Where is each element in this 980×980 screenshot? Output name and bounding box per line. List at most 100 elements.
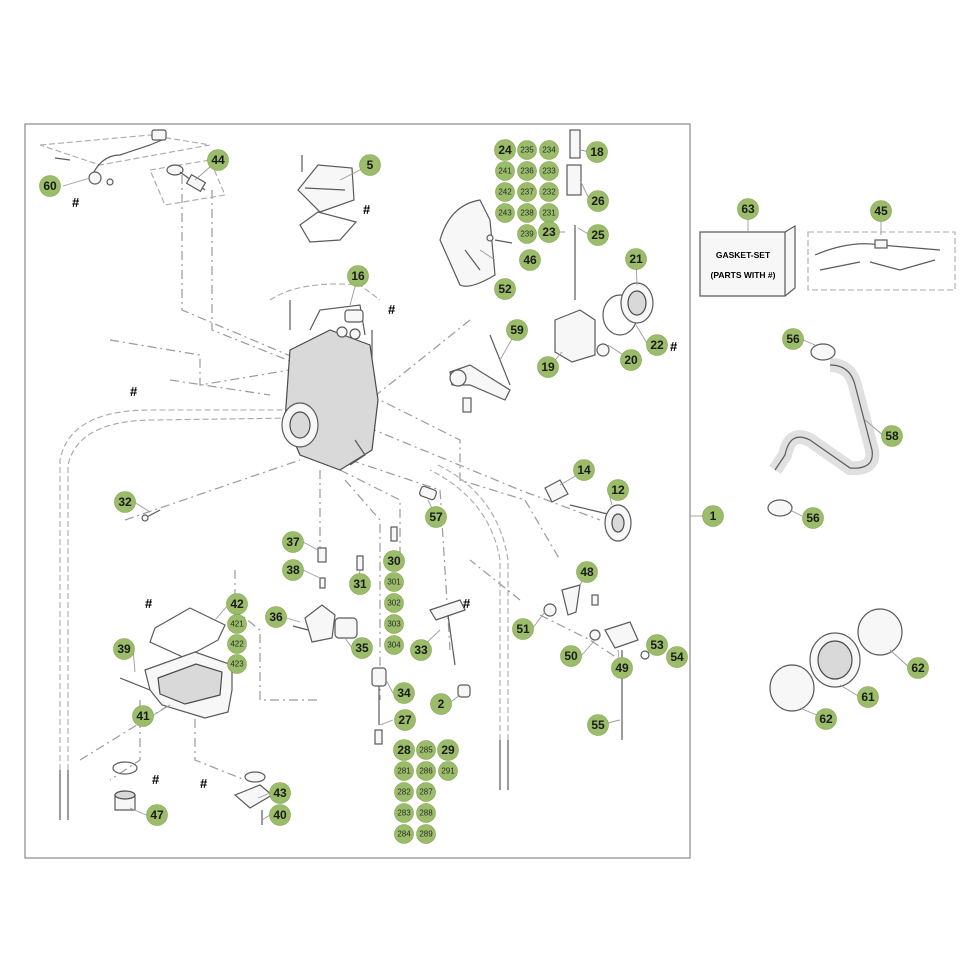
- callout-part-235: 235: [517, 140, 537, 160]
- callout-label: 25: [591, 228, 605, 242]
- callout-part-60: 60: [39, 175, 61, 197]
- callout-circle: [384, 593, 404, 613]
- callout-label: 282: [397, 788, 411, 797]
- callout-label: 233: [542, 167, 556, 176]
- callout-circle: [517, 161, 537, 181]
- callout-label: 29: [441, 743, 455, 757]
- callout-part-48: 48: [576, 561, 598, 583]
- callout-circle: [506, 319, 528, 341]
- callout-part-243: 243: [495, 203, 515, 223]
- callout-circle: [416, 782, 436, 802]
- callout-part-59: 59: [506, 319, 528, 341]
- callout-part-301: 301: [384, 572, 404, 592]
- callout-part-18: 18: [586, 141, 608, 163]
- callout-label: 422: [230, 640, 244, 649]
- part-33-plate: [429, 599, 466, 666]
- part-1-carburetor-body: [281, 300, 379, 471]
- callout-label: 41: [136, 709, 150, 723]
- callout-label: 56: [786, 332, 800, 346]
- callout-circle: [349, 573, 371, 595]
- callout-label: 232: [542, 188, 556, 197]
- callout-part-1: 1: [702, 505, 724, 527]
- callout-circle: [611, 657, 633, 679]
- gasket-set-subtitle: (PARTS WITH #): [710, 270, 775, 280]
- callout-circle: [512, 618, 534, 640]
- callout-label: 285: [419, 746, 433, 755]
- callout-part-304: 304: [384, 635, 404, 655]
- callout-label: 302: [387, 599, 401, 608]
- callout-label: 238: [520, 209, 534, 218]
- callout-label: 421: [230, 620, 244, 629]
- callout-part-32: 32: [114, 491, 136, 513]
- callout-label: 291: [441, 767, 455, 776]
- part-59-cable-bracket: [449, 334, 511, 413]
- callout-part-236: 236: [517, 161, 537, 181]
- callout-part-62: 62: [815, 708, 837, 730]
- callout-part-242: 242: [495, 182, 515, 202]
- part-18-needle: [566, 129, 582, 300]
- callout-part-35: 35: [351, 637, 373, 659]
- callout-part-303: 303: [384, 614, 404, 634]
- callout-part-53: 53: [646, 634, 668, 656]
- part-60-hot-start-cable: [39, 129, 211, 186]
- callout-part-62: 62: [907, 657, 929, 679]
- callout-circle: [587, 224, 609, 246]
- callout-circle: [384, 614, 404, 634]
- callout-label: 45: [874, 204, 888, 218]
- callout-circle: [282, 531, 304, 553]
- callout-part-282: 282: [394, 782, 414, 802]
- callout-part-47: 47: [146, 804, 168, 826]
- callout-circle: [437, 739, 459, 761]
- hash-mark: #: [152, 772, 160, 787]
- callout-part-44: 44: [207, 149, 229, 171]
- callout-label: 2: [438, 697, 445, 711]
- callout-circle: [227, 634, 247, 654]
- callout-part-238: 238: [517, 203, 537, 223]
- callout-circle: [538, 221, 560, 243]
- callout-circle: [857, 686, 879, 708]
- gasket-set-title: GASKET-SET: [716, 250, 771, 260]
- callout-label: 28: [397, 743, 411, 757]
- callout-part-37: 37: [282, 531, 304, 553]
- callout-part-21: 21: [625, 248, 647, 270]
- callout-circle: [430, 693, 452, 715]
- callout-circle: [519, 249, 541, 271]
- callout-part-23: 23: [538, 221, 560, 243]
- hash-mark: #: [72, 195, 80, 210]
- callout-part-287: 287: [416, 782, 436, 802]
- callout-circle: [393, 739, 415, 761]
- callout-label: 34: [397, 686, 411, 700]
- callout-circle: [702, 505, 724, 527]
- callout-circle: [646, 334, 668, 356]
- callout-label: 20: [624, 353, 638, 367]
- assembly-guide-lines: [59, 175, 621, 781]
- callout-label: 60: [43, 179, 57, 193]
- callout-circle: [394, 803, 414, 823]
- callout-label: 289: [419, 830, 433, 839]
- callout-label: 1: [710, 509, 717, 523]
- part-58-vent-hose: [767, 343, 880, 517]
- callout-part-49: 49: [611, 657, 633, 679]
- callout-label: 242: [498, 188, 512, 197]
- callout-label: 16: [351, 269, 365, 283]
- callout-part-61: 61: [857, 686, 879, 708]
- part-52-throttle-cover: [439, 199, 513, 287]
- callout-part-29: 29: [437, 739, 459, 761]
- callout-part-19: 19: [537, 356, 559, 378]
- callout-label: 51: [516, 622, 530, 636]
- callout-label: 40: [273, 808, 287, 822]
- callout-circle: [282, 559, 304, 581]
- callout-part-42: 42: [226, 593, 248, 615]
- callout-label: 35: [355, 641, 369, 655]
- part-41-float-bowl: [119, 651, 233, 719]
- callout-label: 23: [542, 225, 556, 239]
- callout-circle: [870, 200, 892, 222]
- callout-circle: [494, 139, 516, 161]
- callout-part-26: 26: [587, 190, 609, 212]
- callout-circle: [425, 506, 447, 528]
- callout-part-20: 20: [620, 349, 642, 371]
- callout-part-22: 22: [646, 334, 668, 356]
- callout-part-58: 58: [881, 425, 903, 447]
